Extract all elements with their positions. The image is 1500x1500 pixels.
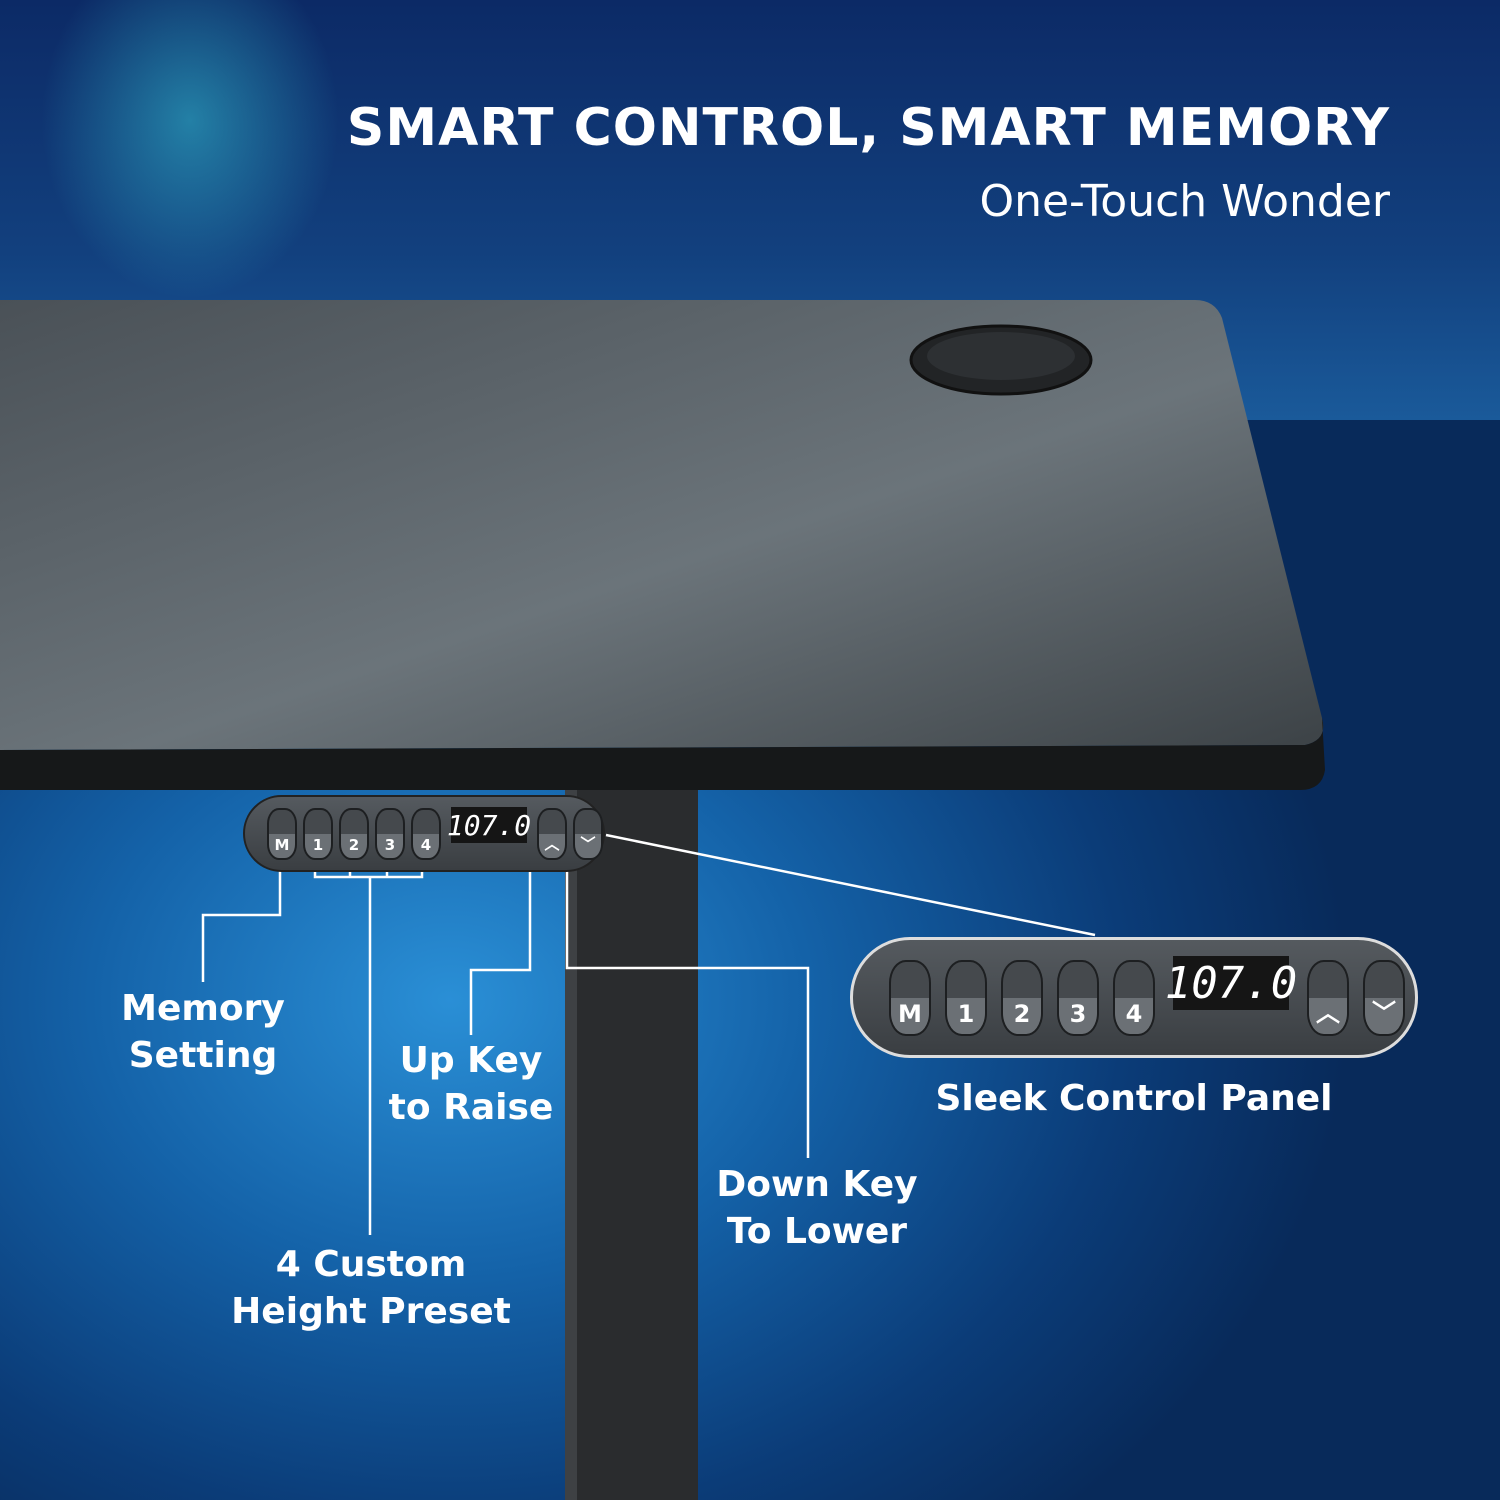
desktop-edge bbox=[0, 718, 1325, 790]
zoom-line bbox=[605, 833, 1096, 937]
down-button[interactable]: ﹀ bbox=[1363, 959, 1405, 1036]
label-line: To Lower bbox=[726, 1211, 908, 1252]
control-panel-enlarged: M 1 2 3 4 107.0 ︿ ﹀ bbox=[850, 937, 1418, 1058]
memory-line bbox=[201, 852, 282, 982]
up-line bbox=[469, 852, 532, 1035]
up-key-label: Up Key to Raise bbox=[389, 1037, 554, 1131]
down-line bbox=[565, 852, 810, 1158]
callout-lines bbox=[201, 833, 1096, 1235]
up-button[interactable]: ︿ bbox=[537, 807, 567, 860]
down-button[interactable]: ﹀ bbox=[573, 807, 603, 860]
label-line: Up Key bbox=[399, 1040, 543, 1081]
up-button[interactable]: ︿ bbox=[1307, 959, 1349, 1036]
background-glow bbox=[40, 0, 340, 300]
label-line: Setting bbox=[128, 1035, 278, 1076]
label-line: to Raise bbox=[388, 1087, 554, 1128]
preset-3-button[interactable]: 3 bbox=[1057, 959, 1099, 1036]
preset-2-button[interactable]: 2 bbox=[1001, 959, 1043, 1036]
height-display: 107.0 bbox=[446, 807, 532, 843]
label-line: Memory bbox=[121, 988, 285, 1029]
height-display: 107.0 bbox=[1164, 956, 1298, 1010]
preset-3-button[interactable]: 3 bbox=[375, 807, 405, 860]
preset-1-button[interactable]: 1 bbox=[945, 959, 987, 1036]
page-subtitle: One-Touch Wonder bbox=[979, 176, 1390, 227]
down-key-label: Down Key To Lower bbox=[716, 1161, 917, 1255]
preset-1-button[interactable]: 1 bbox=[303, 807, 333, 860]
desk-leg bbox=[565, 780, 698, 1500]
memory-button[interactable]: M bbox=[267, 807, 297, 860]
control-panel-small: M 1 2 3 4 107.0 ︿ ﹀ bbox=[243, 795, 605, 872]
label-line: 4 Custom bbox=[275, 1244, 467, 1285]
desktop bbox=[0, 300, 1324, 750]
preset-4-button[interactable]: 4 bbox=[1113, 959, 1155, 1036]
label-line: Height Preset bbox=[231, 1291, 511, 1332]
preset-4-button[interactable]: 4 bbox=[411, 807, 441, 860]
memory-button[interactable]: M bbox=[889, 959, 931, 1036]
preset-2-button[interactable]: 2 bbox=[339, 807, 369, 860]
control-panel-label: Sleek Control Panel bbox=[935, 1078, 1333, 1119]
page-title: SMART CONTROL, SMART MEMORY bbox=[346, 98, 1390, 158]
label-line: Down Key bbox=[716, 1164, 918, 1205]
